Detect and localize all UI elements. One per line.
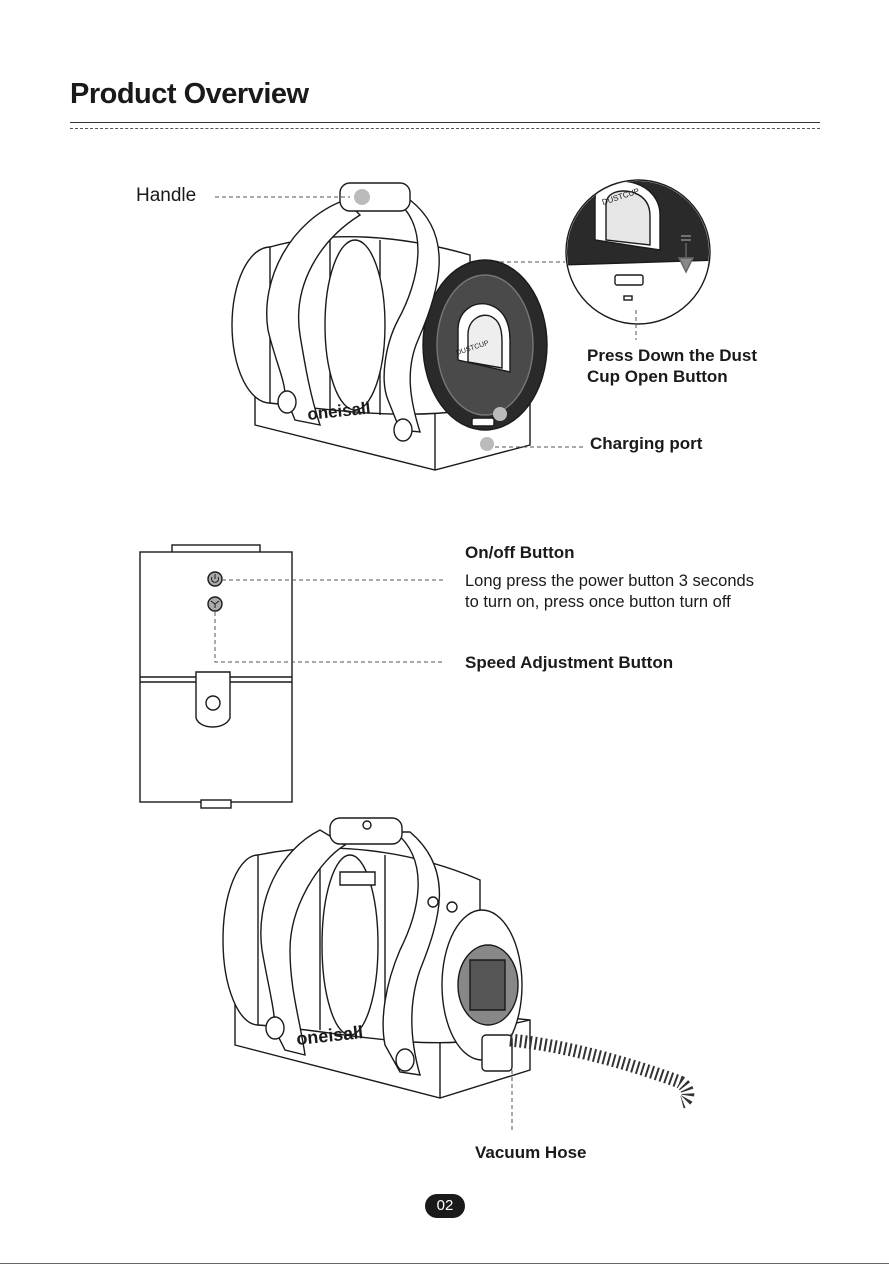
vacuum-hose-label: Vacuum Hose [475, 1142, 587, 1163]
bottom-rule [0, 1263, 889, 1264]
page-number-badge: 02 [425, 1194, 465, 1218]
